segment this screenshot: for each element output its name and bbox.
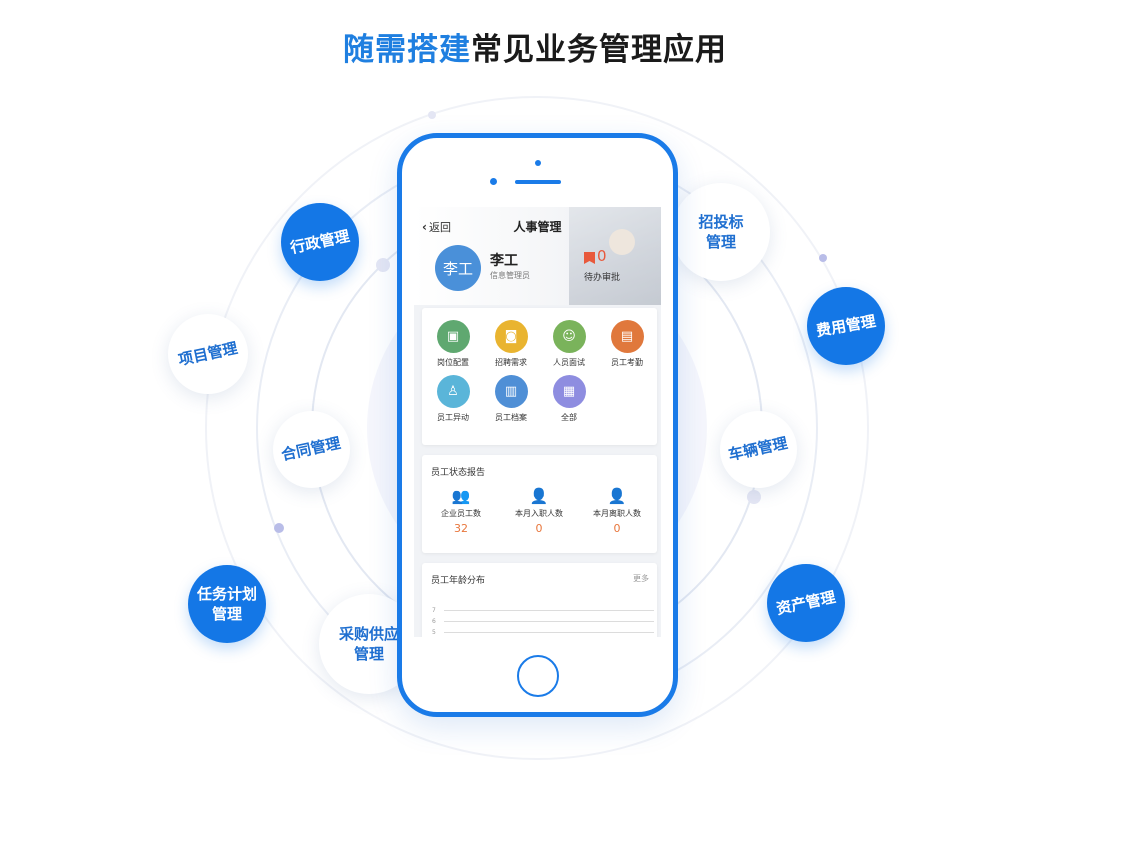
avatar[interactable]: 李工 [435,245,481,291]
more-link[interactable]: 更多 [633,574,649,583]
module-grid-card: ▣ 岗位配置 ◙ 招聘需求 ☺ 人员面试 ▤ 员工考勤 ♙ 员工异动 ▥ 员工档案 ▦ 全部 [422,308,657,445]
phone-sensor [490,178,497,185]
user-role: 信息管理员 [490,271,530,280]
status-report-title: 员工状态报告 [431,468,486,478]
phone-speaker [515,180,561,184]
archive-icon: ▥ [494,375,528,408]
bubble-vehicle-label: 车辆管理 [727,434,790,465]
grid-icon: ▦ [552,375,586,408]
bubble-bidding-line1: 招投标 [698,212,744,231]
headline-highlight: 随需搭建 [343,32,471,68]
status-stat-value: 0 [535,522,543,535]
y-tick-label: 6 [432,618,436,625]
bubble-expense-management[interactable]: 费用管理 [807,287,885,365]
todo-label[interactable]: 待办审批 [584,273,621,283]
user-leave-icon: 👤 [607,487,627,505]
bubble-contract-label: 合同管理 [280,434,343,465]
phone-mockup: ‹ 返回 人事管理 李工 李工 信息管理员 0 待办审批 ▣ 岗位配置 ◙ 招聘需求 ☺… [397,133,678,717]
bubble-vehicle-management[interactable]: 车辆管理 [720,411,797,488]
bubble-procurement-line1: 采购供应 [338,624,399,643]
team-icon: 👥 [451,487,471,505]
orbit-dot [274,523,284,533]
id-card-icon: ▣ [436,320,470,353]
module-label: 员工异动 [437,413,469,422]
bubble-asset-label: 资产管理 [774,587,838,618]
page-headline: 随需搭建常见业务管理应用 [0,24,1070,69]
calendar-check-icon: ▤ [610,320,644,353]
bubble-bidding-management[interactable]: 招投标管理 [672,183,770,281]
status-stat[interactable]: 👥 企业员工数 32 [422,486,500,535]
bubble-expense-label: 费用管理 [814,311,878,340]
bubble-asset-management[interactable]: 资产管理 [767,564,845,642]
module-item[interactable]: ☺ 人员面试 [540,320,598,368]
module-label: 岗位配置 [437,358,469,367]
status-stat-label: 本月入职人数 [515,509,563,518]
phone-screen: ‹ 返回 人事管理 李工 李工 信息管理员 0 待办审批 ▣ 岗位配置 ◙ 招聘需求 ☺… [414,207,661,637]
module-item[interactable]: ♙ 员工异动 [424,375,482,423]
grid-line [444,621,654,622]
back-label: 返回 [428,221,451,234]
users-icon: ☺ [552,320,586,353]
module-label: 全部 [561,413,577,422]
status-stats: 👥 企业员工数 32 👤 本月入职人数 0 👤 本月离职人数 0 [422,486,657,535]
age-chart-axis: 7 6 5 [432,607,654,637]
status-report-card: 员工状态报告 👥 企业员工数 32 👤 本月入职人数 0 👤 本月离职人数 0 [422,455,657,553]
bubble-admin-management[interactable]: 行政管理 [281,203,359,281]
bubble-contract-management[interactable]: 合同管理 [273,411,350,488]
user-join-icon: 👤 [529,487,549,505]
bubble-bidding-line2: 管理 [705,233,736,251]
module-label: 人员面试 [553,358,585,367]
status-stat-value: 32 [454,522,468,535]
module-grid: ▣ 岗位配置 ◙ 招聘需求 ☺ 人员面试 ▤ 员工考勤 ♙ 员工异动 ▥ 员工档案 ▦ 全部 [422,308,657,423]
todo-count[interactable]: 0 [597,247,607,265]
age-distribution-title: 员工年龄分布 [431,576,486,586]
grid-line [444,632,654,633]
back-button[interactable]: ‹ 返回 [422,219,451,235]
bookmark-icon [584,252,595,264]
grid-line [444,610,654,611]
app-header: ‹ 返回 人事管理 李工 李工 信息管理员 0 待办审批 [414,207,661,305]
module-label: 员工档案 [495,413,527,422]
orbit-dot [819,254,827,262]
status-stat-value: 0 [613,522,621,535]
orbit-dot [376,258,390,272]
user-transfer-icon: ♙ [436,375,470,408]
status-stat-label: 企业员工数 [441,509,481,518]
app-title: 人事管理 [513,220,562,234]
bubble-admin-label: 行政管理 [288,226,352,257]
bubble-task-plan-management[interactable]: 任务计划管理 [188,565,266,643]
module-item[interactable]: ◙ 招聘需求 [482,320,540,368]
bubble-task-line1: 任务计划 [196,584,257,603]
bubble-procurement-line2: 管理 [353,645,384,663]
bubble-project-label: 项目管理 [176,338,240,369]
bubble-project-management[interactable]: 项目管理 [168,314,248,394]
headline-rest: 常见业务管理应用 [471,32,727,68]
status-stat-label: 本月离职人数 [593,509,641,518]
module-item[interactable]: ▦ 全部 [540,375,598,423]
y-tick-label: 5 [432,629,436,636]
age-distribution-card: 员工年龄分布 更多 7 6 5 [422,563,657,637]
module-item[interactable]: ▤ 员工考勤 [598,320,656,368]
status-stat[interactable]: 👤 本月入职人数 0 [500,486,578,535]
resume-icon: ◙ [494,320,528,353]
user-name: 李工 [490,253,518,269]
home-button[interactable] [517,655,559,697]
module-item[interactable]: ▣ 岗位配置 [424,320,482,368]
y-tick-label: 7 [432,607,436,614]
status-stat[interactable]: 👤 本月离职人数 0 [578,486,656,535]
module-item[interactable]: ▥ 员工档案 [482,375,540,423]
chevron-left-icon: ‹ [422,220,427,234]
bubble-task-line2: 管理 [211,605,242,623]
orbit-dot [428,111,436,119]
phone-camera [535,160,541,166]
module-label: 员工考勤 [611,358,643,367]
orbit-dot [747,490,761,504]
module-label: 招聘需求 [495,358,527,367]
